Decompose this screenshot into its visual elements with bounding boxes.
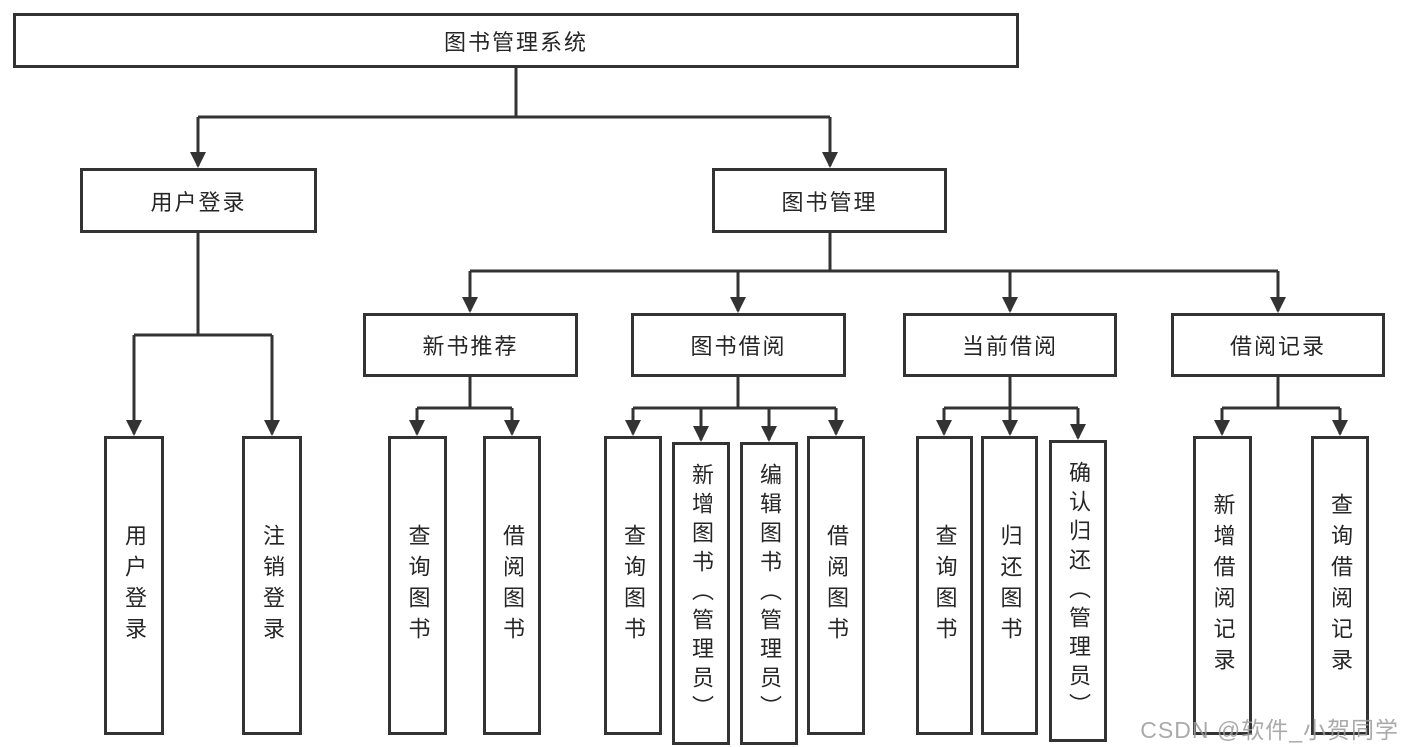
node-root: 图书管理系统 bbox=[13, 13, 1019, 68]
leaf-user-login: 用户登录 bbox=[104, 436, 164, 735]
node-book-borrow: 图书借阅 bbox=[631, 313, 846, 377]
leaf-query-books-borrow: 查询图书 bbox=[604, 436, 662, 735]
leaf-query-borrow-record: 查询借阅记录 bbox=[1311, 436, 1369, 735]
node-new-book-recommend: 新书推荐 bbox=[363, 313, 578, 377]
node-user-login-group: 用户登录 bbox=[80, 168, 317, 233]
leaf-borrow-books-recommend: 借阅图书 bbox=[483, 436, 541, 735]
leaf-logout: 注销登录 bbox=[242, 436, 302, 735]
leaf-confirm-return-admin: 确认归还（管理员） bbox=[1049, 440, 1107, 742]
arrowheads bbox=[126, 152, 1348, 442]
leaf-query-books-current: 查询图书 bbox=[916, 436, 973, 735]
leaf-edit-books-admin: 编辑图书（管理员） bbox=[740, 442, 798, 745]
leaf-borrow-books: 借阅图书 bbox=[807, 436, 865, 735]
leaf-add-books-admin: 新增图书（管理员） bbox=[672, 442, 730, 745]
leaf-query-books-recommend: 查询图书 bbox=[388, 436, 447, 735]
connector-path bbox=[132, 68, 1342, 440]
node-current-borrow: 当前借阅 bbox=[903, 313, 1117, 377]
node-borrow-records: 借阅记录 bbox=[1171, 313, 1385, 377]
leaf-return-books: 归还图书 bbox=[981, 436, 1038, 735]
leaf-add-borrow-record: 新增借阅记录 bbox=[1193, 436, 1252, 735]
node-book-management: 图书管理 bbox=[712, 168, 947, 233]
